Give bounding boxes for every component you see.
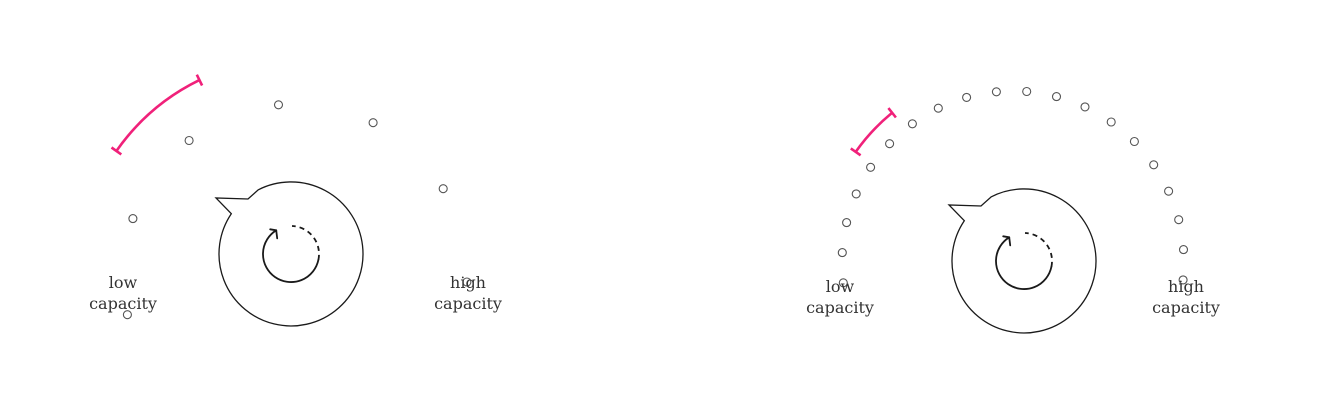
capacity-slot-dot [842,218,852,228]
capacity-slot-dot [991,87,1001,97]
capacity-dial-knob [947,188,1097,334]
capacity-slot-dot [1174,215,1184,225]
capacity-slot-dot [438,184,448,194]
circular-arrow-icon [995,232,1053,290]
capacity-slot-dot [462,277,472,287]
capacity-slot-dot [273,100,284,110]
capacity-slot-dot [962,92,972,102]
capacity-slot-dot [1051,92,1062,102]
capacity-slot-dot [907,119,917,129]
circular-arrow-icon [262,225,320,283]
capacity-slot-dot [1178,245,1189,255]
capacity-slot-dot [1149,160,1159,170]
capacity-slot-dot [1080,102,1090,112]
capacity-slot-dot [1106,117,1116,127]
capacity-slot-dot [184,135,194,146]
capacity-slot-dot [1178,275,1188,285]
capacity-slot-dot [128,214,138,224]
capacity-slot-dot [368,118,378,128]
capacity-slot-dot [885,139,895,149]
range-marker-icon [850,107,897,157]
capacity-slot-dot [1022,86,1032,97]
capacity-dial-knob [214,181,364,327]
range-marker-icon [110,74,204,156]
capacity-slot-dot [866,162,876,172]
capacity-slot-dot [1129,136,1139,147]
capacity-slot-dot [122,310,132,320]
capacity-slot-dot [837,248,847,258]
capacity-slot-dot [933,103,943,113]
capacity-slot-dot [851,189,861,199]
capacity-slot-dot [1164,186,1174,196]
capacity-slot-dot [838,278,848,288]
